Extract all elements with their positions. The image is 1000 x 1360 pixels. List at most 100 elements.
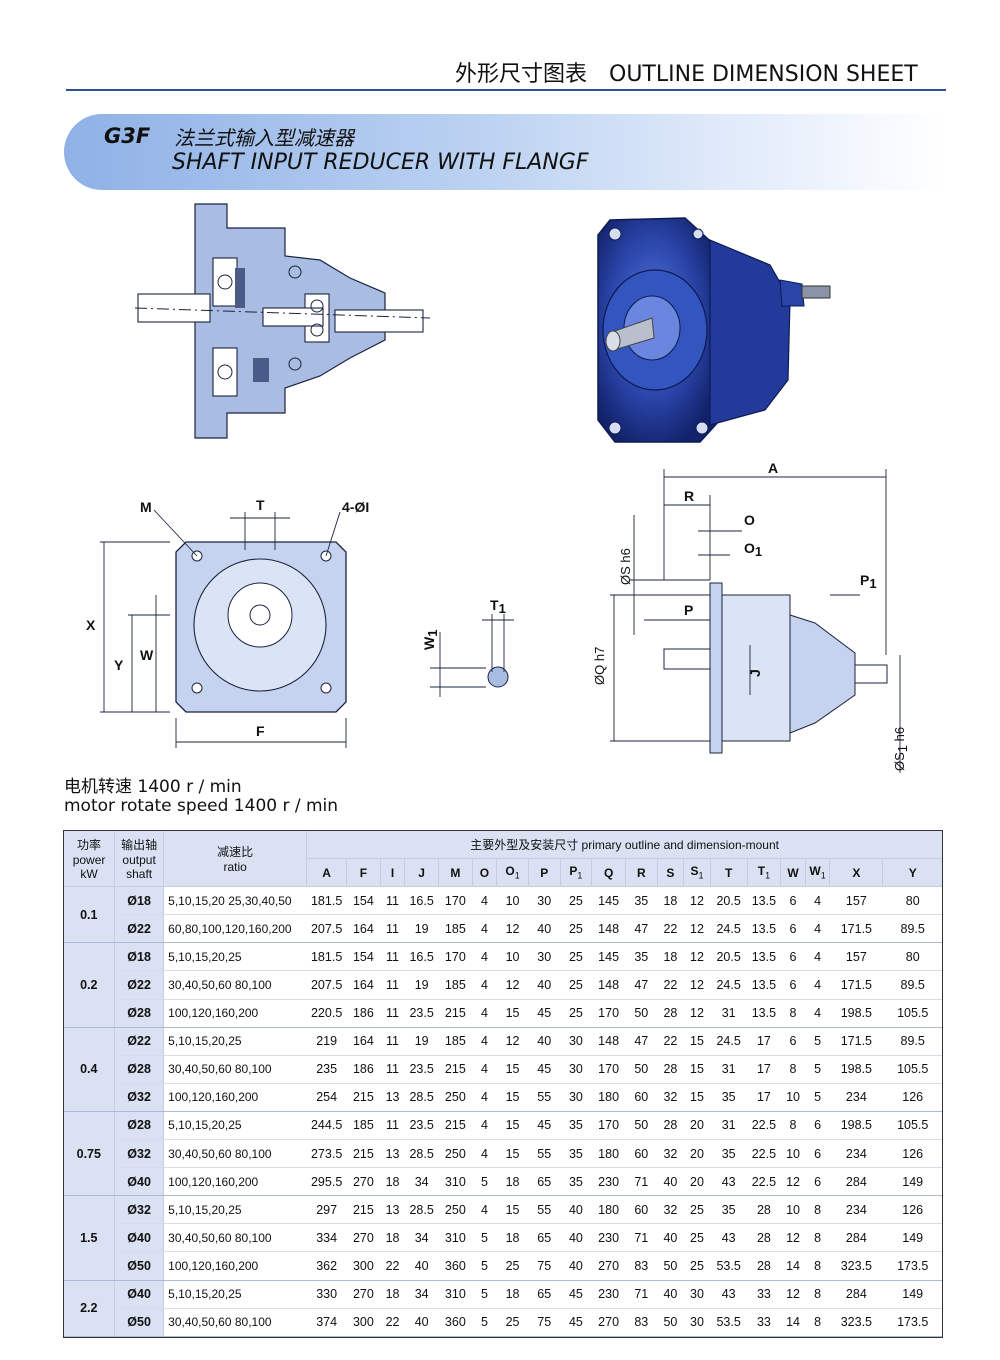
value-cell: 34 — [404, 1167, 439, 1197]
value-cell: 71 — [625, 1223, 658, 1253]
value-cell: 10 — [496, 942, 529, 972]
label-T: T — [256, 497, 265, 513]
value-cell: 105.5 — [882, 1111, 943, 1141]
value-cell: 40 — [560, 1223, 592, 1253]
value-cell: 198.5 — [829, 999, 883, 1028]
value-cell: 30 — [560, 1027, 592, 1056]
value-cell: 250 — [438, 1083, 473, 1112]
label-W: W — [140, 647, 154, 663]
value-cell: 12 — [496, 914, 529, 944]
col-header: I — [379, 858, 406, 888]
value-cell: 145 — [591, 886, 626, 916]
value-cell: 11 — [380, 999, 405, 1028]
value-cell: 126 — [882, 1195, 943, 1225]
value-cell: 17 — [747, 1027, 781, 1056]
value-cell: 28 — [747, 1251, 781, 1281]
value-cell: 148 — [591, 970, 626, 1000]
shaft-cell: Ø28 — [114, 1055, 165, 1084]
value-cell: 12 — [683, 886, 711, 916]
label-Y: Y — [114, 657, 124, 673]
col-header: A — [306, 858, 348, 888]
value-cell: 15 — [496, 1055, 529, 1084]
value-cell: 47 — [625, 970, 658, 1000]
value-cell: 171.5 — [829, 914, 883, 944]
value-cell: 22 — [657, 970, 684, 1000]
label-R: R — [684, 488, 694, 504]
value-cell: 23.5 — [404, 999, 439, 1028]
value-cell: 35 — [560, 1111, 592, 1141]
value-cell: 50 — [625, 999, 658, 1028]
value-cell: 215 — [346, 1195, 381, 1225]
value-cell: 18 — [380, 1167, 405, 1197]
value-cell: 270 — [591, 1308, 626, 1337]
label-M: M — [140, 499, 152, 515]
value-cell: 60 — [625, 1195, 658, 1225]
value-cell: 25 — [683, 1251, 711, 1281]
value-cell: 40 — [657, 1223, 684, 1253]
value-cell: 185 — [438, 1027, 473, 1056]
col-header: R — [624, 858, 658, 888]
value-cell: 80 — [882, 942, 943, 972]
value-cell: 4 — [472, 1055, 497, 1084]
value-cell: 17 — [747, 1083, 781, 1112]
value-cell: 6 — [780, 1027, 806, 1056]
value-cell: 11 — [380, 886, 405, 916]
value-cell: 310 — [438, 1280, 473, 1309]
value-cell: 186 — [346, 1055, 381, 1084]
value-cell: 310 — [438, 1223, 473, 1253]
value-cell: 284 — [829, 1280, 883, 1309]
shaft-cell: Ø32 — [114, 1083, 165, 1112]
value-cell: 5 — [472, 1167, 497, 1197]
value-cell: 24.5 — [710, 970, 748, 1000]
value-cell: 4 — [805, 886, 830, 916]
value-cell: 89.5 — [882, 1027, 943, 1056]
value-cell: 13.5 — [747, 970, 781, 1000]
value-cell: 35 — [710, 1195, 748, 1225]
value-cell: 145 — [591, 942, 626, 972]
value-cell: 28 — [747, 1223, 781, 1253]
shaft-cell: Ø22 — [114, 970, 165, 1000]
value-cell: 230 — [591, 1280, 626, 1309]
value-cell: 181.5 — [306, 942, 347, 972]
value-cell: 30 — [560, 1083, 592, 1112]
value-cell: 270 — [346, 1167, 381, 1197]
value-cell: 6 — [780, 970, 806, 1000]
value-cell: 270 — [346, 1223, 381, 1253]
label-A: A — [768, 460, 778, 476]
value-cell: 13 — [380, 1083, 405, 1112]
value-cell: 40 — [528, 914, 561, 944]
value-cell: 126 — [882, 1139, 943, 1169]
value-cell: 40 — [560, 1251, 592, 1281]
value-cell: 157 — [829, 942, 883, 972]
value-cell: 12 — [683, 970, 711, 1000]
value-cell: 22 — [380, 1251, 405, 1281]
value-cell: 12 — [780, 1280, 806, 1309]
value-cell: 15 — [496, 1111, 529, 1141]
value-cell: 6 — [780, 914, 806, 944]
value-cell: 220.5 — [306, 999, 347, 1028]
label-W1: W1 — [421, 630, 440, 650]
value-cell: 8 — [780, 1055, 806, 1084]
ratio-cell: 5,10,15,20,25 — [163, 1195, 307, 1225]
value-cell: 13.5 — [747, 914, 781, 944]
value-cell: 23.5 — [404, 1111, 439, 1141]
value-cell: 30 — [528, 942, 561, 972]
col-header: P — [527, 858, 561, 888]
shaft-cell: Ø18 — [114, 886, 165, 916]
ratio-cell: 100,120,160,200 — [163, 1083, 307, 1112]
value-cell: 8 — [805, 1251, 830, 1281]
value-cell: 65 — [528, 1167, 561, 1197]
value-cell: 10 — [780, 1195, 806, 1225]
value-cell: 15 — [683, 1083, 711, 1112]
value-cell: 149 — [882, 1223, 943, 1253]
value-cell: 25 — [496, 1308, 529, 1337]
value-cell: 18 — [496, 1167, 529, 1197]
value-cell: 75 — [528, 1251, 561, 1281]
value-cell: 105.5 — [882, 1055, 943, 1084]
value-cell: 4 — [472, 1111, 497, 1141]
power-cell: 0.1 — [63, 886, 116, 944]
value-cell: 10 — [780, 1083, 806, 1112]
power-cell: 0.4 — [63, 1027, 116, 1112]
